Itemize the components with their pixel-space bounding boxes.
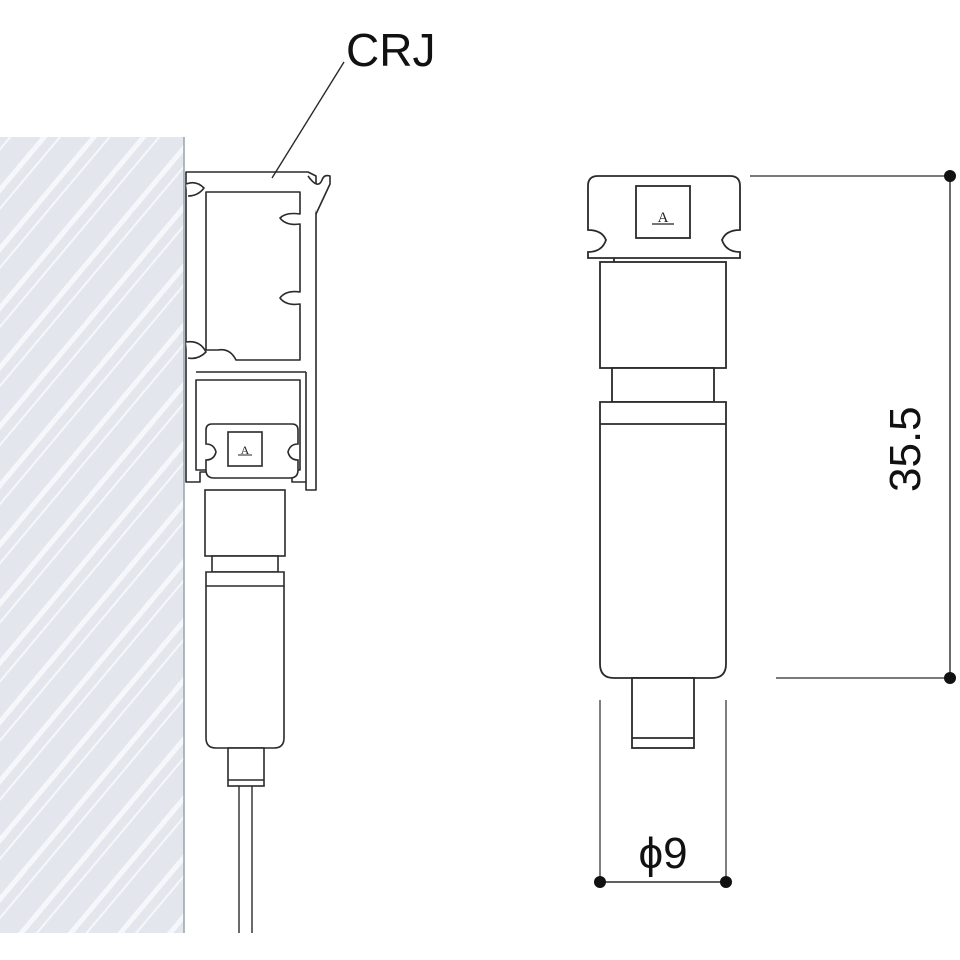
diameter-dimension: ϕ9: [594, 700, 732, 888]
product-label-callout: CRJ: [271, 24, 435, 179]
height-dimension-label: 35.5: [881, 406, 930, 492]
hanger-body-detail: [599, 261, 727, 749]
wall: [0, 137, 185, 933]
rail-profile: [185, 171, 331, 491]
logo-icon: A: [652, 210, 674, 226]
svg-text:A: A: [658, 210, 669, 226]
logo-icon: A: [238, 443, 252, 457]
hanger-body-installed: [204, 489, 286, 787]
product-code-label: CRJ: [346, 24, 435, 76]
height-dimension: 35.5: [750, 170, 956, 684]
svg-text:A: A: [241, 443, 250, 457]
hanger-head-small: [205, 423, 299, 479]
hanger-head-large: [587, 175, 741, 262]
wire: [238, 786, 253, 933]
diameter-dimension-label: ϕ9: [638, 829, 687, 878]
